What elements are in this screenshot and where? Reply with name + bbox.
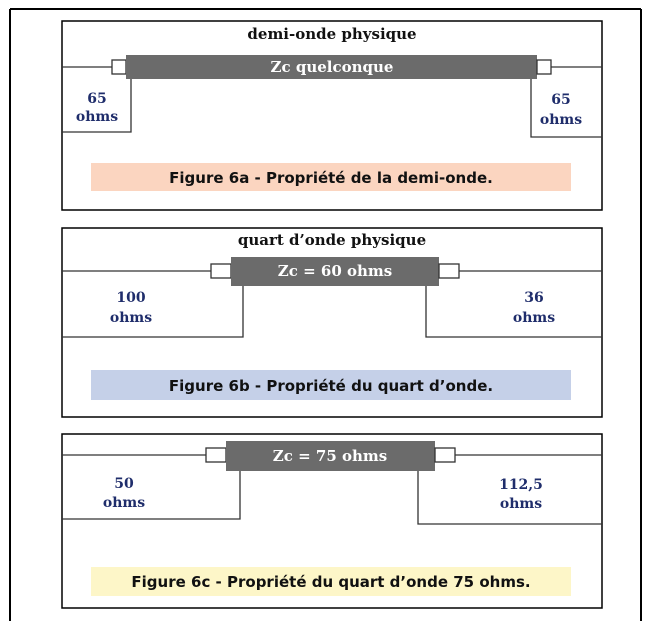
panel-b-caption-bg: [91, 370, 571, 400]
panel-a-left-unit: ohms: [76, 109, 118, 125]
panel-c-left-box: [62, 471, 241, 520]
panel-b-right-value: 36: [524, 290, 543, 306]
panel-a: demi-onde physique Zc quelconque 65 ohms…: [61, 20, 603, 211]
panel-c-line-label: Zc = 75 ohms: [273, 447, 387, 465]
panel-a-left-value: 65: [87, 91, 106, 107]
panel-a-connector-left: [111, 59, 127, 75]
panel-b-connector-left: [210, 263, 232, 279]
panel-b-title: quart d’onde physique: [238, 231, 426, 249]
panel-a-caption-bg: [91, 163, 571, 191]
panel-b-right-box: [425, 286, 602, 338]
panel-a-right-unit: ohms: [540, 112, 582, 128]
panel-c-caption-bg: [91, 567, 571, 596]
panel-c-coax-line: [226, 441, 435, 471]
panel-a-right-box: [530, 79, 602, 138]
panel-c-left-unit: ohms: [103, 495, 145, 511]
panel-a-left-box: [62, 79, 132, 133]
panel-b-coax-line: [231, 257, 439, 286]
panel-b-left-value: 100: [116, 290, 145, 306]
panel-a-line-label: Zc quelconque: [271, 58, 394, 76]
panel-b-right-unit: ohms: [513, 310, 555, 326]
panel-c-right-value: 112,5: [499, 477, 543, 493]
panel-a-right-value: 65: [551, 92, 570, 108]
panel-b-left-box: [62, 286, 244, 338]
panel-c-caption: Figure 6c - Propriété du quart d’onde 75…: [131, 573, 530, 591]
panel-b-left-unit: ohms: [110, 310, 152, 326]
panel-a-connector-right: [536, 59, 552, 75]
panel-c-left-value: 50: [114, 476, 134, 492]
panel-c-right-box: [417, 471, 602, 525]
panel-c: Zc = 75 ohms 50 ohms 112,5 ohms Figure 6…: [61, 433, 603, 609]
panel-a-coax-line: [126, 55, 537, 79]
panel-b-caption: Figure 6b - Propriété du quart d’onde.: [169, 377, 493, 395]
panel-a-caption: Figure 6a - Propriété de la demi-onde.: [169, 169, 493, 187]
panel-c-connector-right: [434, 447, 456, 463]
panel-c-connector-left: [205, 447, 227, 463]
panel-b-line-label: Zc = 60 ohms: [278, 262, 392, 280]
page-frame: [9, 8, 642, 621]
panel-b: quart d’onde physique Zc = 60 ohms 100 o…: [61, 227, 603, 418]
panel-a-title: demi-onde physique: [247, 25, 416, 43]
panel-c-right-unit: ohms: [500, 496, 542, 512]
panel-b-connector-right: [438, 263, 460, 279]
